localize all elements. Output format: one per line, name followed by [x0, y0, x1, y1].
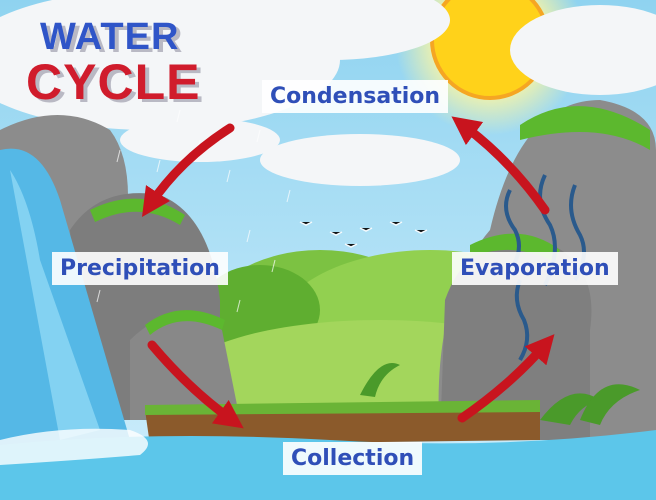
label-precipitation: Precipitation: [52, 252, 228, 285]
grass-strip: [145, 400, 540, 415]
plants: [360, 363, 640, 425]
arrow-condensation-to-precipitation: [142, 123, 235, 217]
birds: [299, 221, 428, 248]
label-evaporation: Evaporation: [452, 252, 618, 285]
cycle-arrows: [142, 116, 555, 429]
ground: [145, 405, 540, 445]
label-collection: Collection: [283, 442, 423, 475]
clouds: [0, 0, 656, 186]
waterfall: [0, 148, 130, 451]
arrow-evaporation-to-condensation: [451, 116, 550, 215]
title-water: WATER: [40, 16, 180, 58]
waterfall-highlight: [10, 170, 100, 440]
arrow-collection-to-evaporation: [457, 334, 555, 423]
splash: [0, 428, 148, 465]
label-condensation: Condensation: [262, 80, 449, 113]
arrow-precipitation-to-collection: [147, 340, 244, 429]
title-cycle: CYCLE: [26, 54, 201, 110]
